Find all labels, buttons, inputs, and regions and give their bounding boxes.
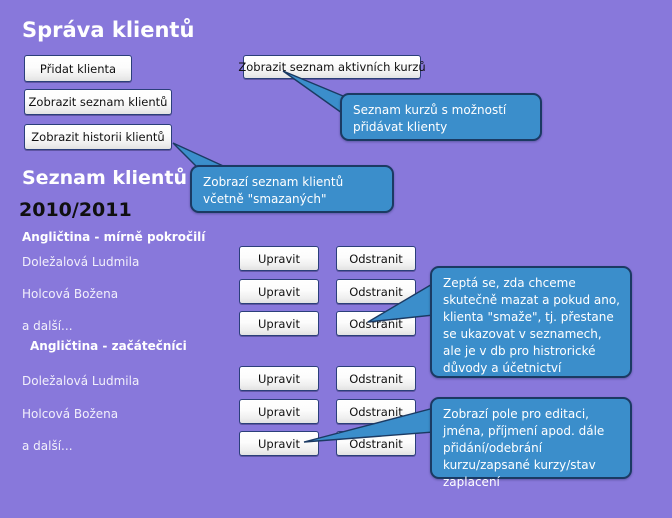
show-active-courses-button[interactable]: Zobrazit seznam aktivních kurzů bbox=[238, 55, 426, 79]
course-heading-1: Angličtina - začátečníci bbox=[30, 339, 187, 353]
delete-button[interactable]: Odstranit bbox=[336, 366, 416, 391]
callout-delete: Zeptá se, zda chceme skutečně mazat a po… bbox=[430, 266, 632, 378]
edit-button[interactable]: Upravit bbox=[239, 431, 319, 456]
edit-button[interactable]: Upravit bbox=[239, 279, 319, 304]
client-name: Holcová Božena bbox=[22, 407, 119, 421]
delete-button[interactable]: Odstranit bbox=[336, 279, 416, 304]
callout-client-history: Zobrazí seznam klientů včetně "smazaných… bbox=[190, 165, 394, 213]
client-name: a další... bbox=[22, 319, 73, 333]
add-client-button[interactable]: Přidat klienta bbox=[24, 55, 132, 82]
edit-button[interactable]: Upravit bbox=[239, 246, 319, 271]
delete-button[interactable]: Odstranit bbox=[336, 246, 416, 271]
delete-button[interactable]: Odstranit bbox=[336, 399, 416, 424]
page-title: Správa klientů bbox=[22, 18, 195, 42]
client-name: a další... bbox=[22, 439, 73, 453]
show-client-history-button[interactable]: Zobrazit historii klientů bbox=[24, 124, 172, 150]
client-name: Doležalová Ludmila bbox=[22, 255, 140, 269]
client-name: Holcová Božena bbox=[22, 287, 119, 301]
delete-button[interactable]: Odstranit bbox=[336, 311, 416, 336]
delete-button[interactable]: Odstranit bbox=[336, 431, 416, 456]
edit-button[interactable]: Upravit bbox=[239, 311, 319, 336]
client-name: Doležalová Ludmila bbox=[22, 374, 140, 388]
callout-edit: Zobrazí pole pro editaci, jména, příjmen… bbox=[430, 397, 632, 489]
edit-button[interactable]: Upravit bbox=[239, 366, 319, 391]
edit-button[interactable]: Upravit bbox=[239, 399, 319, 424]
callout-active-courses: Seznam kurzů s možností přidávat klienty bbox=[340, 93, 542, 141]
school-year-label: 2010/2011 bbox=[19, 199, 132, 221]
client-list-heading: Seznam klientů bbox=[22, 167, 188, 189]
show-client-list-button[interactable]: Zobrazit seznam klientů bbox=[24, 89, 172, 115]
course-heading-0: Angličtina - mírně pokročilí bbox=[22, 230, 206, 244]
